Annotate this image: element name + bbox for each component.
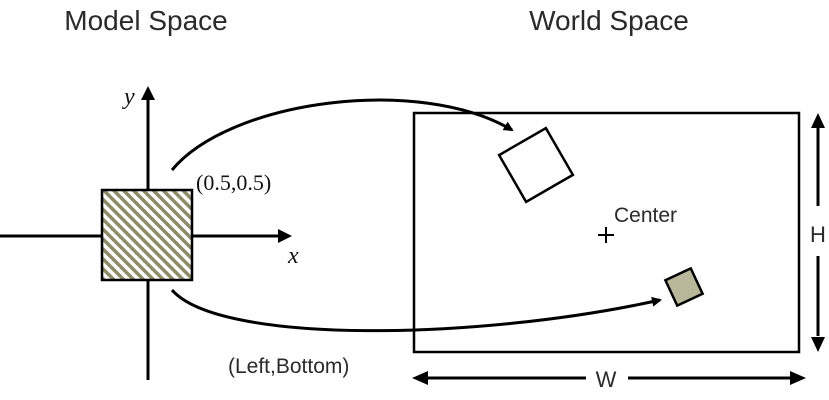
x-axis-arrowhead <box>278 229 292 243</box>
height-label: H <box>810 222 826 247</box>
world-space-title: World Space <box>529 5 689 36</box>
lower-mapping-arrow <box>170 289 662 333</box>
upper-mapping-arrow <box>170 98 514 171</box>
width-right-arrowhead <box>790 371 806 385</box>
world-large-square <box>497 126 575 204</box>
width-left-arrowhead <box>412 371 428 385</box>
width-dimension <box>412 371 806 385</box>
model-unit-square <box>100 188 194 282</box>
model-space-title: Model Space <box>64 5 227 36</box>
y-axis-arrowhead <box>141 86 155 100</box>
corner-coordinate-label: (0.5,0.5) <box>196 170 271 195</box>
origin-label: (Left,Bottom) <box>228 355 349 378</box>
world-rectangle <box>412 111 801 354</box>
center-label: Center <box>614 204 677 227</box>
y-axis-label: y <box>122 84 135 110</box>
height-bottom-arrowhead <box>811 337 825 352</box>
height-dimension <box>811 113 825 352</box>
width-label: W <box>596 367 617 392</box>
height-top-arrowhead <box>811 113 825 128</box>
world-small-square <box>663 266 705 308</box>
center-cross-icon <box>598 227 614 243</box>
x-axis-label: x <box>287 243 299 269</box>
